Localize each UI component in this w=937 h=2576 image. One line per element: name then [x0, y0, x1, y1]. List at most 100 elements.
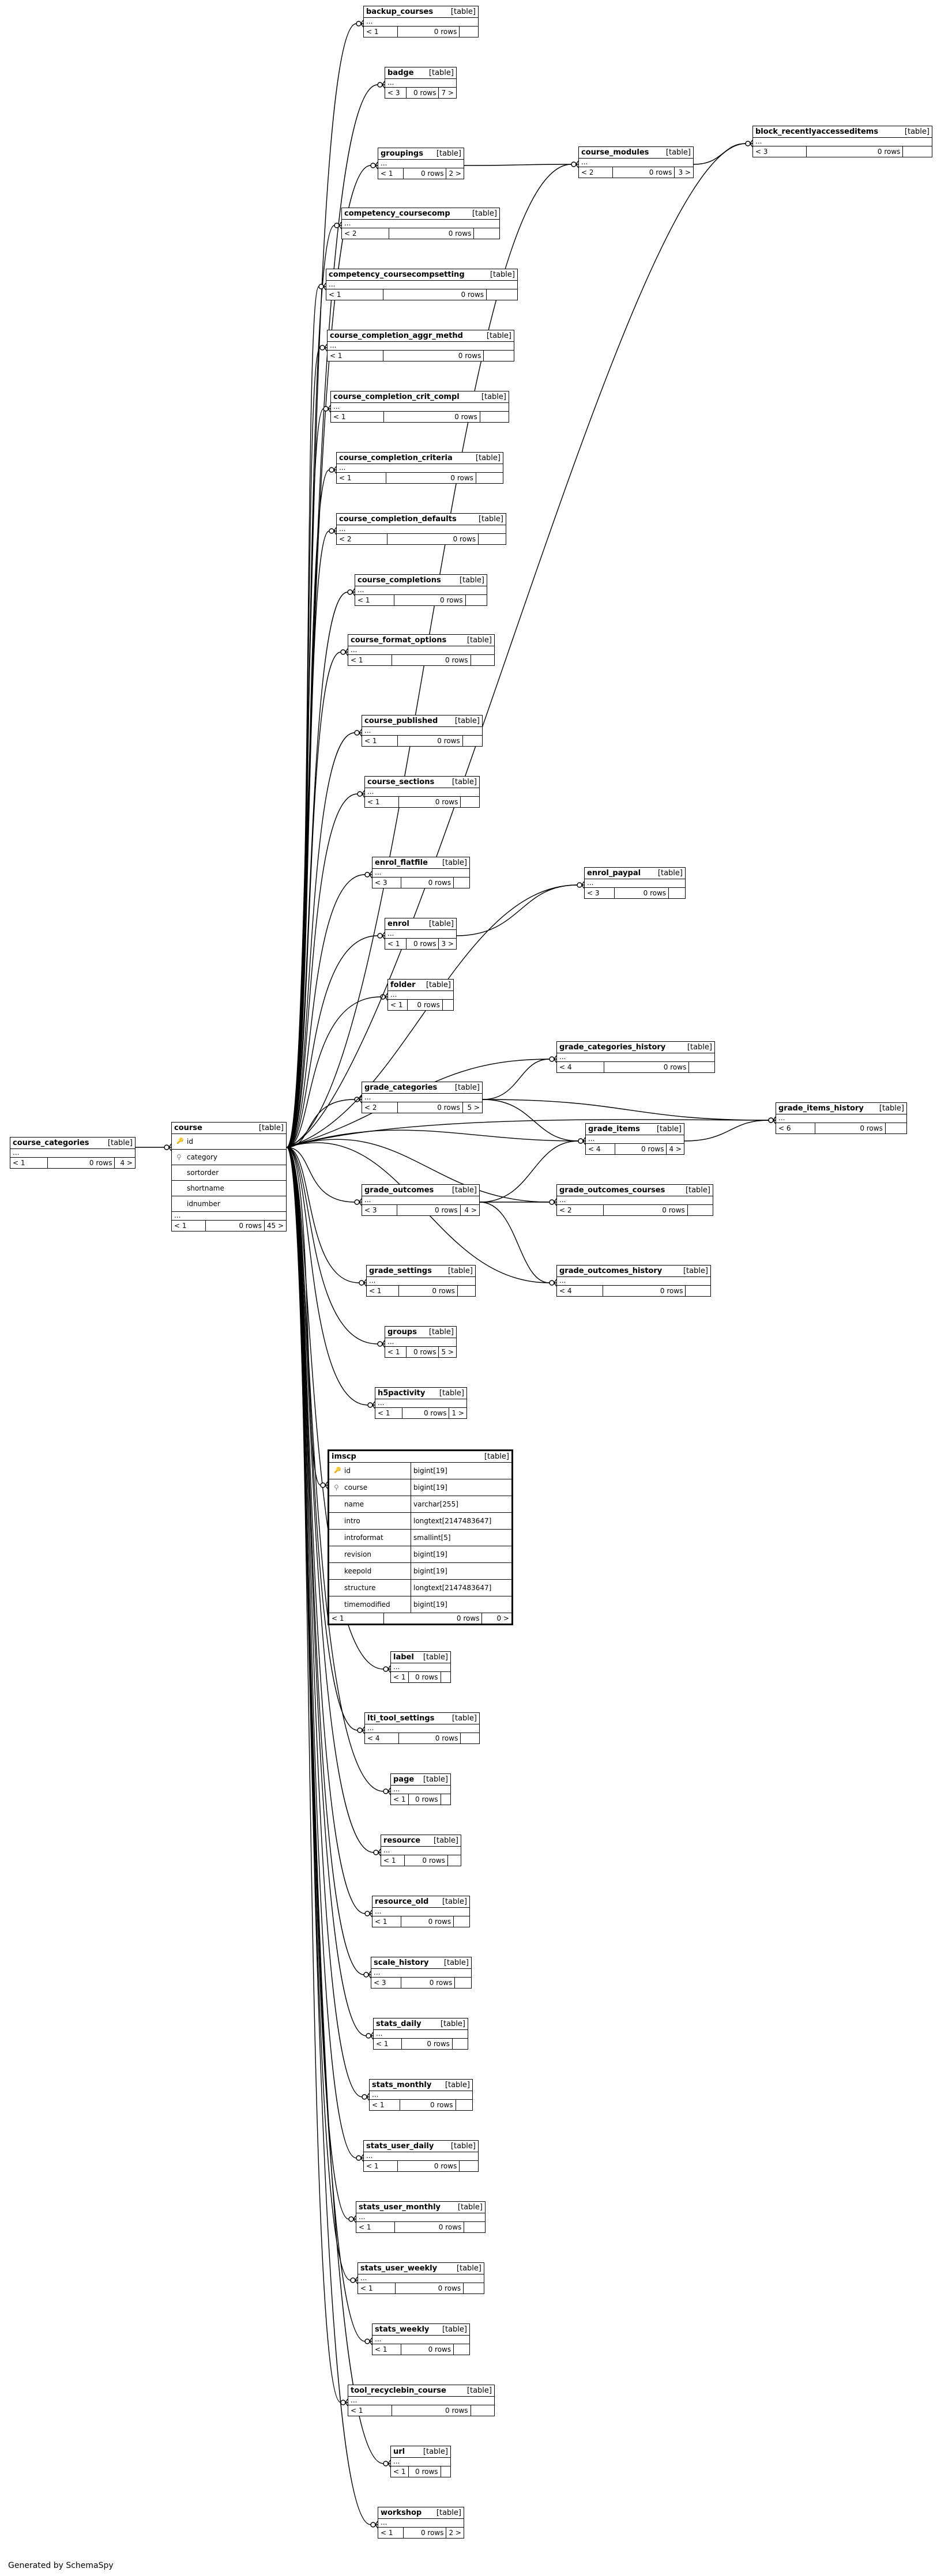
table-grade-outcomes-history-children-count[interactable]: < 4 [557, 1286, 603, 1296]
table-grade-outcomes-history-parents-count[interactable] [686, 1286, 710, 1296]
table-block-recentlyaccesseditems-parents-count[interactable] [903, 146, 932, 157]
table-groups-parents-count[interactable]: 5 > [441, 1348, 454, 1356]
table-stats-daily-children-count[interactable]: < 1 [374, 2039, 402, 2049]
table-course-categories-header[interactable]: course_categories[table] [10, 1138, 135, 1149]
table-imscp-header[interactable]: imscp[table] [329, 1451, 511, 1463]
table-folder-parents-count[interactable] [443, 1000, 453, 1010]
table-grade-settings-name[interactable]: grade_settings [369, 1267, 432, 1275]
table-course-sections-children-count[interactable]: < 1 [365, 797, 400, 807]
table-imscp[interactable]: imscp[table]id🔑bigint[19]course⚲bigint[1… [328, 1449, 513, 1625]
table-course-completion-crit-compl-header[interactable]: course_completion_crit_compl[table] [331, 391, 509, 403]
table-label-header[interactable]: label[table] [391, 1652, 450, 1663]
table-course-completion-criteria-header[interactable]: course_completion_criteria[table] [337, 453, 503, 464]
course-column-idnumber[interactable]: idnumber [172, 1196, 286, 1212]
table-grade-outcomes-name[interactable]: grade_outcomes [364, 1186, 434, 1195]
table-block-recentlyaccesseditems[interactable]: block_recentlyaccesseditems[table]...< 3… [752, 126, 932, 157]
table-stats-user-monthly-name[interactable]: stats_user_monthly [359, 2203, 441, 2212]
table-badge-children-count[interactable]: < 3 [385, 88, 407, 98]
table-stats-user-weekly-name[interactable]: stats_user_weekly [360, 2264, 438, 2273]
table-stats-weekly-name[interactable]: stats_weekly [375, 2325, 430, 2334]
table-enrol-header[interactable]: enrol[table] [385, 918, 456, 930]
table-stats-daily-parents-count[interactable] [453, 2039, 468, 2049]
table-backup-courses-name[interactable]: backup_courses [366, 7, 434, 16]
table-course-completion-criteria-children-count[interactable]: < 1 [337, 473, 387, 483]
table-tool-recyclebin-course-children-count[interactable]: < 1 [348, 2405, 392, 2416]
table-page-parents-count[interactable] [441, 1794, 450, 1805]
table-grade-categories-parents-count[interactable]: 5 > [467, 1104, 480, 1112]
table-competency-coursecompsetting-header[interactable]: competency_coursecompsetting[table] [326, 269, 517, 281]
table-lti-tool-settings-parents-count[interactable] [461, 1733, 479, 1743]
table-course-published-children-count[interactable]: < 1 [362, 736, 398, 746]
table-grade-categories-history-header[interactable]: grade_categories_history[table] [557, 1042, 714, 1053]
table-course-modules-children-count[interactable]: < 2 [579, 167, 614, 178]
table-course-name[interactable]: course [174, 1124, 202, 1132]
table-course-completion-aggr-methd-parents-count[interactable] [484, 351, 514, 361]
table-grade-settings-parents-count[interactable] [458, 1286, 475, 1296]
table-grade-outcomes-children-count[interactable]: < 3 [362, 1205, 397, 1215]
table-label-name[interactable]: label [393, 1653, 414, 1662]
table-grade-outcomes-courses-header[interactable]: grade_outcomes_courses[table] [557, 1185, 713, 1196]
table-course-categories-name[interactable]: course_categories [13, 1139, 89, 1147]
table-course-completion-crit-compl-children-count[interactable]: < 1 [331, 412, 385, 422]
table-course-completions-name[interactable]: course_completions [358, 576, 441, 585]
table-course-format-options-header[interactable]: course_format_options[table] [348, 635, 494, 646]
table-imscp-children-count[interactable]: < 1 [329, 1613, 384, 1624]
table-grade-settings-children-count[interactable]: < 1 [367, 1286, 400, 1296]
table-grade-outcomes-courses-parents-count[interactable] [688, 1205, 713, 1215]
table-course-completion-aggr-methd[interactable]: course_completion_aggr_methd[table]...< … [327, 330, 514, 361]
table-stats-monthly-header[interactable]: stats_monthly[table] [370, 2080, 472, 2091]
table-imscp-parents-count[interactable]: 0 > [496, 1614, 509, 1622]
table-badge-parents-count[interactable]: 7 > [441, 89, 454, 97]
table-backup-courses-header[interactable]: backup_courses[table] [364, 6, 478, 18]
table-course-parents-count[interactable]: 45 > [266, 1222, 284, 1230]
table-resource-old-children-count[interactable]: < 1 [372, 1916, 402, 1927]
table-resource-parents-count[interactable] [448, 1855, 461, 1866]
table-stats-user-daily-parents-count[interactable] [460, 2161, 478, 2171]
table-resource-name[interactable]: resource [383, 1836, 421, 1845]
table-enrol-parents-count[interactable]: 3 > [441, 940, 454, 948]
table-course-modules-name[interactable]: course_modules [581, 148, 649, 157]
table-groups-children-count[interactable]: < 1 [385, 1347, 407, 1357]
course-column-id[interactable]: id🔑 [172, 1134, 286, 1150]
table-competency-coursecomp-header[interactable]: competency_coursecomp[table] [342, 208, 499, 220]
table-stats-user-weekly-parents-count[interactable] [464, 2283, 484, 2293]
table-course-completions-children-count[interactable]: < 1 [355, 595, 395, 605]
table-page-name[interactable]: page [393, 1775, 415, 1784]
table-backup-courses-children-count[interactable]: < 1 [364, 27, 398, 37]
table-course-completion-defaults-parents-count[interactable] [479, 534, 506, 544]
table-enrol-flatfile-parents-count[interactable] [454, 878, 469, 888]
table-page-children-count[interactable]: < 1 [391, 1794, 409, 1805]
table-workshop-parents-count[interactable]: 2 > [449, 2529, 461, 2537]
table-stats-user-daily-name[interactable]: stats_user_daily [366, 2142, 434, 2151]
imscp-column-id[interactable]: id🔑bigint[19] [329, 1463, 511, 1479]
table-url-children-count[interactable]: < 1 [391, 2466, 409, 2477]
table-resource-old-name[interactable]: resource_old [375, 1897, 429, 1906]
table-resource-old-parents-count[interactable] [454, 1916, 469, 1927]
table-stats-user-monthly-header[interactable]: stats_user_monthly[table] [356, 2202, 485, 2213]
table-course-completion-crit-compl[interactable]: course_completion_crit_compl[table]...< … [330, 391, 509, 423]
table-grade-items-parents-count[interactable]: 4 > [669, 1145, 682, 1153]
